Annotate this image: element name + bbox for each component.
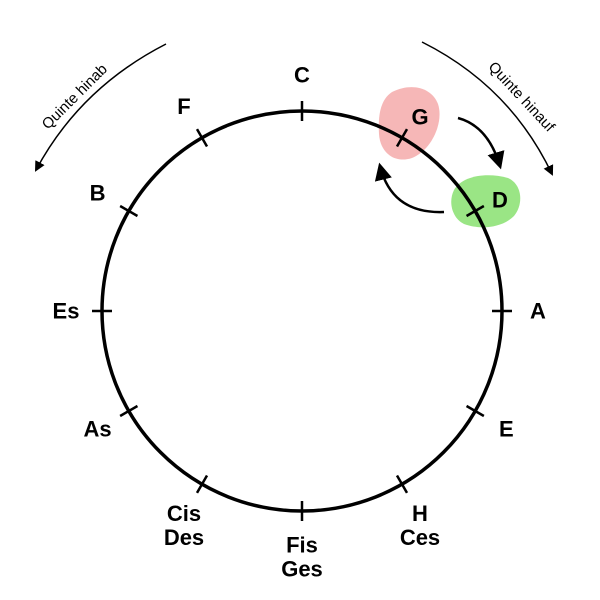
note-label-a: A [530,299,546,324]
note-label-e: E [499,417,514,442]
arrow-d-to-g [374,162,445,214]
note-label-fis: Fis [286,533,318,558]
arc-quinte-hinauf [421,41,554,176]
arc-quinte-hinab [35,43,167,172]
note-label-f: F [177,94,190,119]
circle-ring [100,109,504,513]
d-highlight [451,175,521,228]
tick-g [395,128,409,148]
arrow-g-to-d [457,116,505,170]
tick-h [395,474,409,494]
tick-b [119,204,139,218]
note-label-cis: Cis [167,501,201,526]
note-label-b: B [90,181,106,206]
note-label-ges: Ges [281,557,323,582]
tick-f [195,128,209,148]
note-label-es: Es [53,299,80,324]
note-label-as: As [84,417,112,442]
tick-cis [195,474,209,494]
tick-as [119,404,139,418]
note-label-ces: Ces [400,525,440,550]
g-highlight [378,87,440,160]
note-label-d: D [492,188,508,213]
arc-left-label: Quinte hinab [39,61,111,133]
note-label-g: G [411,105,428,130]
note-label-des: Des [164,525,204,550]
tick-e [465,404,485,418]
note-label-c: C [294,63,310,88]
note-label-h: H [412,501,428,526]
tick-marks [92,101,512,521]
tick-d [465,204,485,218]
